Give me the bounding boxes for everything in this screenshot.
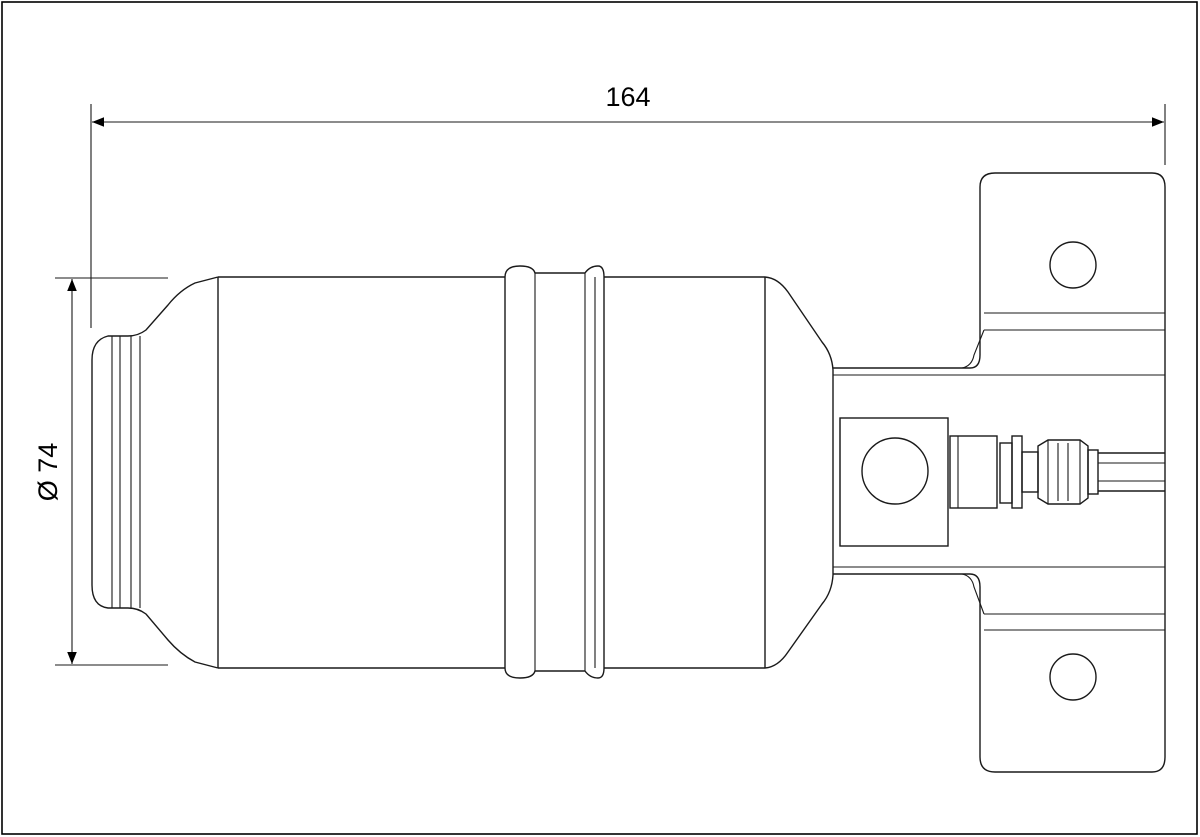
center-bead [504, 265, 605, 679]
cable-sleeve [1087, 449, 1099, 495]
length-dimension: 164 [90, 82, 1166, 328]
switch-neck [1021, 451, 1039, 493]
length-label: 164 [605, 82, 650, 112]
outlet-port-hole [861, 437, 929, 505]
diameter-dimension: Ø 74 [33, 277, 168, 666]
bracket-bottom-hole [1049, 653, 1097, 701]
hex-nut [1037, 439, 1089, 505]
mounting-bracket [961, 172, 1166, 773]
bracket-top-hole [1049, 241, 1097, 289]
switch-ring [1011, 435, 1023, 509]
bracket-top-inner [961, 329, 985, 369]
diameter-label: Ø 74 [33, 443, 63, 502]
switch-body [949, 435, 998, 509]
bracket-bottom-inner [961, 573, 985, 615]
drier-body [91, 265, 834, 679]
outlet-fitting [833, 367, 1165, 575]
inlet-neck [91, 276, 219, 669]
switch-collar [999, 442, 1013, 504]
outlet-cone [764, 276, 834, 669]
outlet-block [839, 417, 949, 547]
bracket-top-flange [969, 172, 1166, 369]
bracket-bottom-flange [969, 573, 1166, 773]
